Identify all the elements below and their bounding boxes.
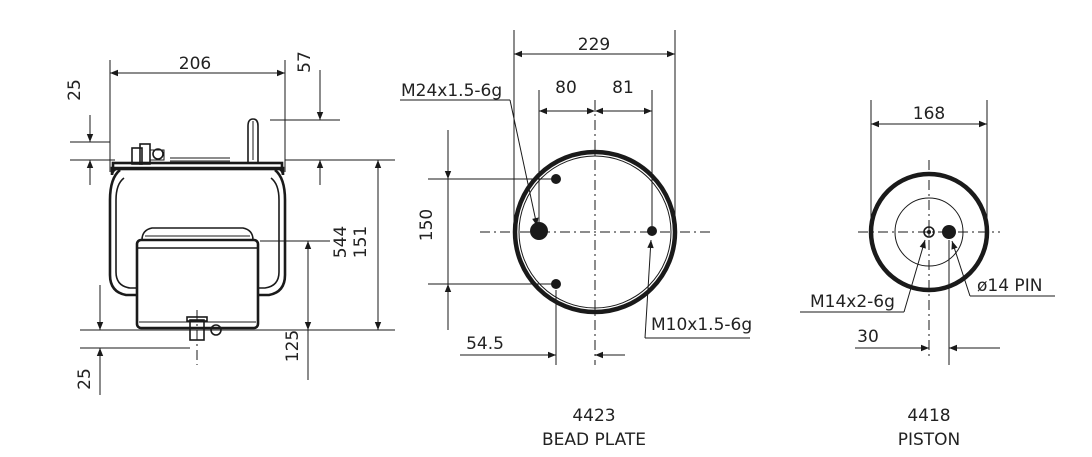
bead-plate-caption: BEAD PLATE (542, 430, 646, 450)
dim-30: 30 (857, 327, 879, 347)
dim-229: 229 (578, 35, 610, 55)
dim-54-5: 54.5 (466, 334, 504, 354)
piston-pin (942, 225, 956, 239)
piston-part-number: 4418 (907, 406, 950, 426)
dim-206: 206 (179, 54, 211, 74)
label-m14-thread: M14x2-6g (810, 292, 895, 312)
air-spring-body (108, 118, 287, 341)
m24-stud-hole (530, 222, 548, 240)
dim-544: 544 (331, 226, 351, 258)
dim-125: 125 (283, 330, 303, 362)
dim-81: 81 (612, 78, 634, 98)
dim-25-top: 25 (65, 79, 85, 101)
bead-plate-part-number: 4423 (572, 406, 615, 426)
label-m24-thread: M24x1.5-6g (401, 81, 502, 101)
label-m10-thread: M10x1.5-6g (651, 315, 752, 335)
dim-168: 168 (913, 104, 945, 124)
piston-caption: PISTON (898, 430, 961, 450)
bead-plate-view: 229 80 81 150 54.5 M24x1.5-6g M10x1.5-6g… (400, 30, 752, 450)
dim-150: 150 (417, 209, 437, 241)
dim-25-bottom: 25 (75, 368, 95, 390)
m10-stud-hole (647, 226, 657, 236)
side-view: 206 57 25 544 151 125 25 (65, 51, 395, 395)
label-pin: ø14 PIN (977, 276, 1042, 296)
dim-57: 57 (295, 51, 315, 73)
dim-80: 80 (555, 78, 577, 98)
dim-151: 151 (351, 226, 371, 258)
m14-thread-hole (923, 226, 935, 238)
piston-view: 168 30 M14x2-6g ø14 PIN 4418 PISTON (800, 100, 1055, 450)
